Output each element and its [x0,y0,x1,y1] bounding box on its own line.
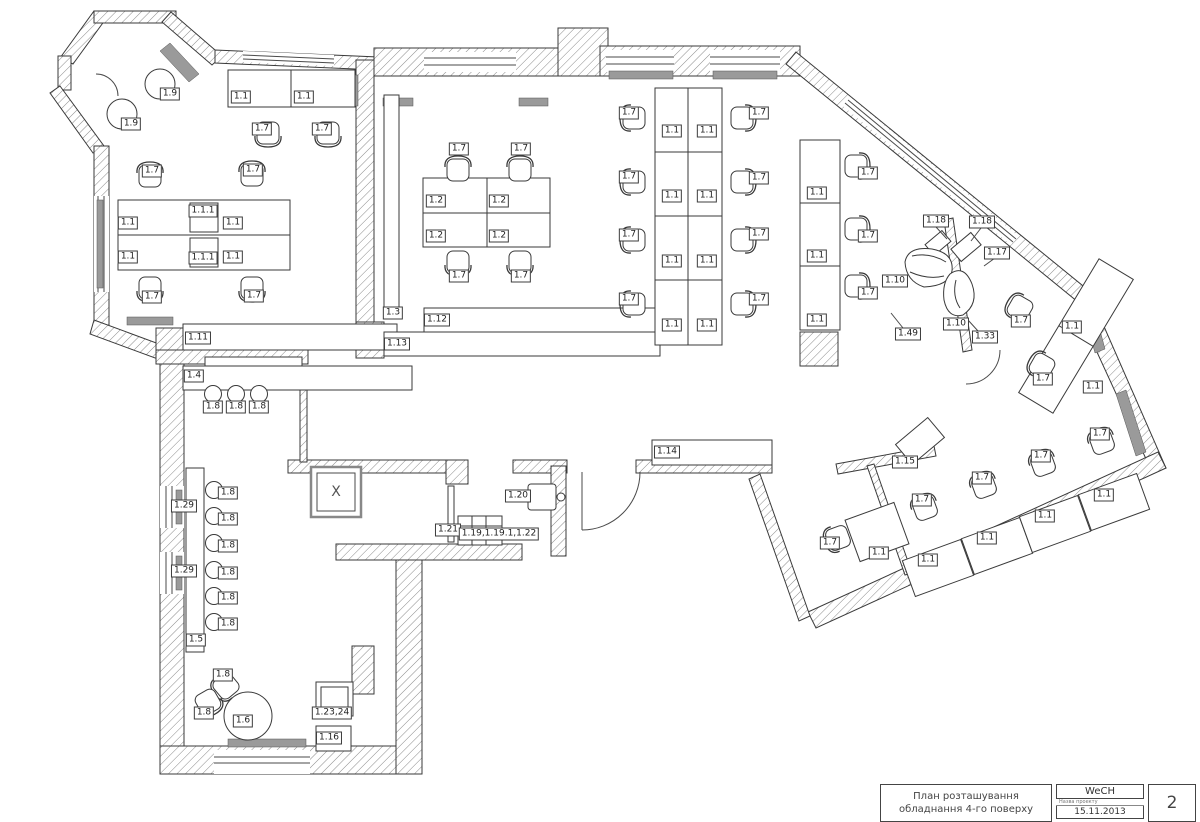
title-block-middle: WeCH Назва проекту 15.11.2013 [1056,784,1144,822]
wall-wing-right [395,553,423,775]
radiator [175,555,183,591]
door-arc [95,73,119,97]
wall-kitchen-bottom [335,543,523,561]
bean-bag [943,270,975,317]
appliance [315,725,352,752]
drawing-title-line2: обладнання 4-го поверху [898,804,1034,815]
wall-corner [155,327,185,351]
windows [94,50,1018,774]
desk-cluster [117,199,291,271]
lounge-table [950,231,982,263]
project-caption: Назва проекту [1056,799,1144,806]
appliance [315,681,354,717]
desk [290,69,356,108]
sheet-number: 2 [1148,784,1196,822]
wall-room-divider [355,59,375,323]
window [424,52,516,72]
shelf-unit [383,94,400,309]
drawing-title: План розташування обладнання 4-го поверх… [880,784,1052,822]
wall-left [57,55,72,91]
desk-bank [654,87,723,346]
counter-return [204,356,303,367]
wall-bay-right [161,11,223,66]
side-table [894,416,946,466]
wall-block2 [351,645,375,695]
cabinet [383,331,661,357]
radiator [96,199,104,289]
window [214,750,310,774]
radiator [608,70,674,80]
bench [185,467,205,653]
pedestal [189,202,219,233]
pedestal [189,237,219,268]
window [242,51,335,66]
pouf [144,68,176,100]
title-block: План розташування обладнання 4-го поверх… [880,784,1198,822]
window [710,50,780,72]
radiator [159,42,200,83]
radiator [227,738,307,748]
window [606,50,674,72]
door-arc [581,471,641,531]
wall-block1 [799,331,839,367]
project-name: WeCH [1056,784,1144,799]
desk [960,516,1034,576]
furniture [106,68,1151,752]
desk [227,69,292,108]
appliance-row [457,515,503,546]
radiator [175,489,183,525]
cabinet [651,439,773,466]
bean-bag [904,248,953,288]
tall-cabinet [447,485,455,543]
desk-cluster [422,177,551,248]
radiator [712,70,778,80]
cabinet [182,323,398,351]
drawing-title-line1: План розташування [913,791,1019,802]
radiator [1115,389,1147,457]
wall-southeast-inner [748,473,811,622]
doors [95,73,1001,531]
pouf [106,98,138,130]
desk [1077,472,1151,532]
desk-bank [799,139,841,331]
water-heater [527,483,566,511]
wall-kitchen-right [550,465,567,557]
wall-kitchen-t [445,459,469,485]
door-arc [965,349,1001,385]
drawing-date: 15.11.2013 [1056,806,1144,819]
wall-thin-corridor [299,389,308,463]
wall-left-diag [49,85,105,154]
counter [182,365,413,391]
radiator [518,97,549,107]
shaft-box [309,465,363,519]
radiator [126,316,174,326]
desk [901,538,975,598]
desk [1018,494,1092,554]
